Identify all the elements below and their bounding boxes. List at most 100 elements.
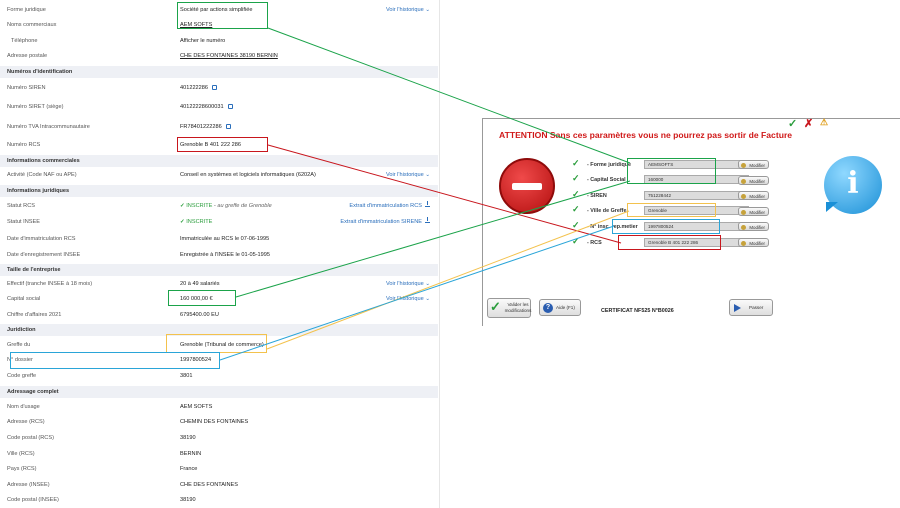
history-link-label: Voir l'historique	[385, 281, 424, 287]
help-button[interactable]: ? Aide (F1)	[539, 299, 581, 316]
label: Pays (RCS)	[7, 466, 37, 472]
chevron-down-icon: ⌄	[425, 172, 430, 178]
info-icon-glyph: i	[847, 166, 859, 201]
modify-button[interactable]: Modifier	[738, 238, 769, 247]
field-label: - Forme juridique	[587, 162, 632, 168]
value: Immatriculée au RCS le 07-06-1995	[180, 236, 270, 242]
extract-sirene-link[interactable]: Extrait d'immatriculation SIRENE	[340, 217, 430, 225]
label: Numéro SIREN	[7, 85, 46, 91]
value: ✓ INSCRITE	[180, 219, 212, 225]
show-phone-link[interactable]: Afficher le numéro	[180, 38, 226, 44]
history-link-label: Voir l'historique	[385, 172, 424, 178]
extract-rcs-label: Extrait d'immatriculation RCS	[349, 203, 422, 209]
value: 38190	[180, 435, 196, 441]
modify-button[interactable]: Modifier	[738, 207, 769, 216]
label: Numéro SIRET (siège)	[7, 104, 64, 110]
company-info-panel: Forme juridique Société par actions simp…	[0, 0, 440, 508]
highlight-dialog-forme-capital	[627, 158, 716, 184]
label: Forme juridique	[7, 7, 46, 13]
highlight-rcs	[177, 137, 268, 152]
history-link[interactable]: Voir l'historique ⌄	[386, 296, 430, 302]
label: Statut RCS	[7, 203, 35, 209]
divider	[482, 118, 483, 326]
section-taille: Taille de l'entreprise	[0, 264, 438, 276]
value: 40122228600031	[180, 104, 233, 110]
check-icon: ✓	[180, 219, 185, 225]
section-commerciales: Informations commerciales	[0, 155, 438, 167]
modify-button[interactable]: Modifier	[738, 160, 769, 169]
value-text: 401222286	[180, 85, 208, 91]
label: Code greffe	[7, 373, 37, 379]
label: Numéro RCS	[7, 142, 41, 148]
check-icon: ✓	[572, 204, 580, 214]
download-icon	[425, 217, 430, 223]
value: Conseil en systèmes et logiciels informa…	[180, 172, 316, 178]
skip-button[interactable]: Passer	[729, 299, 773, 316]
info-icon-tail	[826, 202, 838, 212]
label: Activité (Code NAF ou APE)	[7, 172, 77, 178]
value: 38190	[180, 497, 196, 503]
highlight-forme-juridique	[177, 2, 268, 29]
label: Numéro TVA Intracommunautaire	[7, 124, 90, 130]
label: Code postal (INSEE)	[7, 497, 59, 503]
value: 401222286	[180, 85, 217, 91]
label: Code postal (RCS)	[7, 435, 54, 441]
label: Ville (RCS)	[7, 451, 35, 457]
label: Noms commerciaux	[7, 22, 57, 28]
history-link-label: Voir l'historique	[385, 296, 424, 302]
label: Greffe du	[7, 342, 31, 348]
check-icon: ✓	[572, 220, 580, 230]
status-text: INSCRITE	[186, 203, 213, 209]
value: AEM SOFTS	[180, 22, 213, 28]
label: Adresse (RCS)	[7, 419, 45, 425]
highlight-dossier	[10, 352, 220, 369]
check-icon: ✓	[572, 189, 580, 199]
history-link[interactable]: Voir l'historique ⌄	[386, 7, 430, 13]
history-link[interactable]: Voir l'historique ⌄	[386, 172, 430, 178]
status-text: INSCRITE	[186, 219, 213, 225]
modify-button[interactable]: Modifier	[738, 222, 769, 231]
label: Capital social	[7, 296, 41, 302]
warning-icon: ⚠	[820, 117, 829, 127]
field-label: - RCS	[587, 240, 602, 246]
validate-button[interactable]: ✓ Valider les modifications	[487, 298, 531, 318]
value-text: FR78401222286	[180, 124, 222, 130]
check-icon: ✓	[788, 118, 798, 130]
value: FR78401222286	[180, 124, 231, 130]
field-label: - Ville de Greffe	[587, 208, 627, 214]
check-icon: ✓	[572, 158, 580, 168]
modify-button[interactable]: Modifier	[738, 176, 769, 185]
value: BERNIN	[180, 451, 202, 457]
value: AEM SOFTS	[180, 404, 213, 410]
copy-icon[interactable]	[225, 124, 231, 130]
label: Adresse (INSEE)	[7, 482, 50, 488]
label: Chiffre d'affaires 2021	[7, 312, 62, 318]
certificate-text: CERTIFICAT NF525 N°B0026	[601, 308, 674, 314]
check-icon: ✓	[572, 173, 580, 183]
highlight-dialog-rep-metier	[612, 219, 720, 234]
field-label: - Capital Social	[587, 177, 626, 183]
value-text: 40122228600031	[180, 104, 224, 110]
modify-button[interactable]: Modifier	[738, 191, 769, 200]
label: Nom d'usage	[7, 404, 40, 410]
history-link[interactable]: Voir l'historique ⌄	[386, 281, 430, 287]
section-identification: Numéros d'identification	[0, 66, 438, 78]
value: 20 à 49 salariés	[180, 281, 220, 287]
stop-icon-bar	[512, 183, 542, 190]
cross-icon: ✗	[804, 118, 814, 130]
label: Adresse postale	[7, 53, 48, 59]
extract-rcs-link[interactable]: Extrait d'immatriculation RCS	[349, 201, 430, 209]
copy-icon[interactable]	[227, 104, 233, 110]
label: Statut INSEE	[7, 219, 40, 225]
label: Date d'immatriculation RCS	[7, 236, 76, 242]
value: CHE DES FONTAINES 38190 BERNIN	[180, 53, 278, 59]
value: 3801	[180, 373, 193, 379]
siren-input[interactable]: 751228442	[644, 191, 749, 200]
label: Téléphone	[11, 38, 38, 44]
status-note: - au greffe de Grenoble	[213, 203, 272, 209]
chevron-down-icon: ⌄	[425, 296, 430, 302]
label: N° dossier	[7, 357, 33, 363]
value: Société par actions simplifiée	[180, 7, 253, 13]
history-link-label: Voir l'historique	[385, 7, 424, 13]
copy-icon[interactable]	[212, 85, 217, 91]
